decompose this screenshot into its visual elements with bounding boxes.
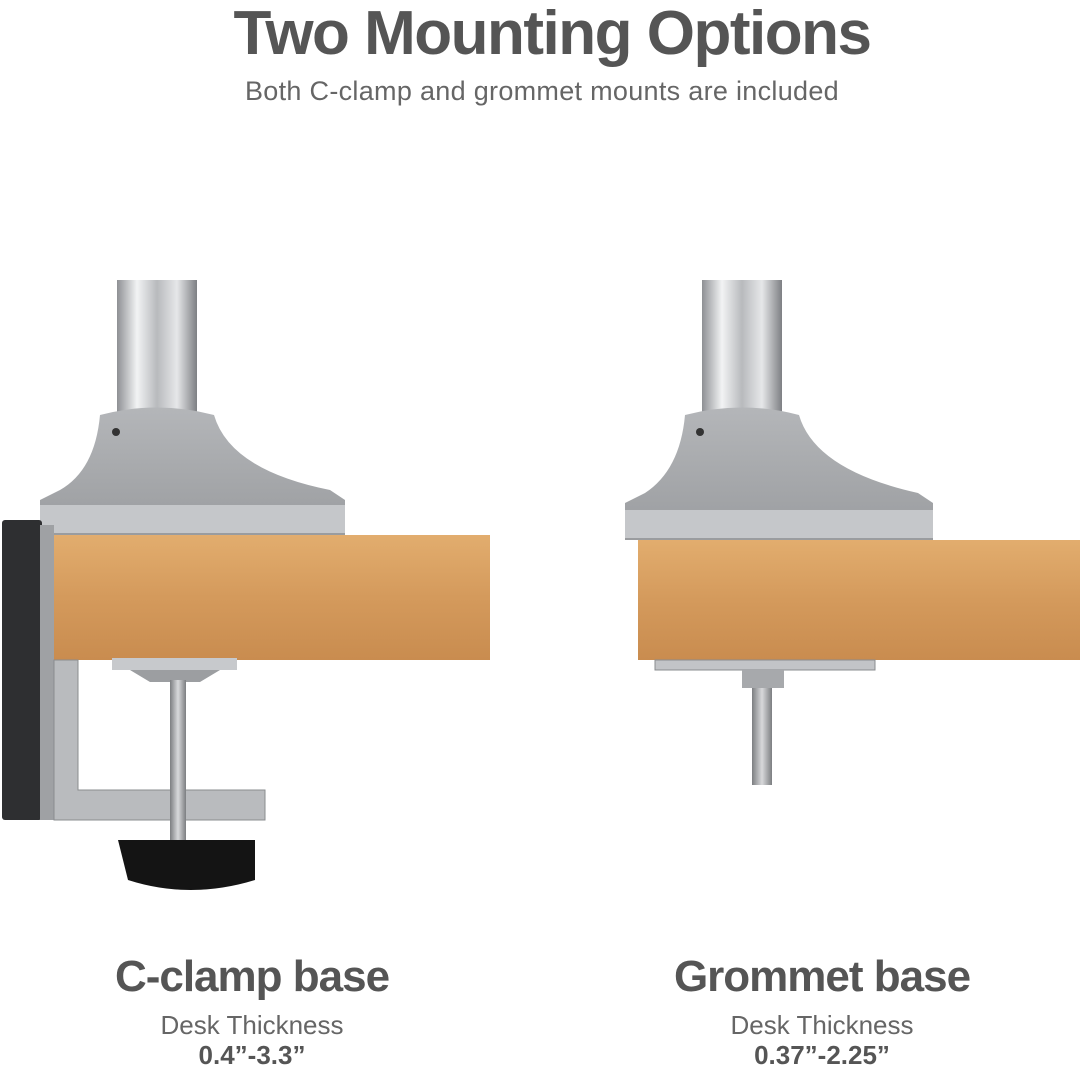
desk [638, 540, 1080, 660]
page-title: Two Mounting Options [233, 0, 872, 68]
option-name: Grommet base [673, 952, 971, 1001]
base [40, 407, 345, 535]
option-caption: Desk Thickness [730, 1010, 914, 1040]
grommet-plate [654, 659, 876, 671]
base [625, 407, 933, 540]
clamp-plate [2, 520, 42, 820]
c-clamp-mount [2, 280, 490, 890]
pole [117, 280, 197, 420]
option-range: 0.37”-2.25” [754, 1040, 890, 1070]
option-caption: Desk Thickness [160, 1010, 344, 1040]
pole [702, 280, 782, 420]
clamp-screw [170, 680, 186, 840]
option-name: C-clamp base [114, 952, 390, 1001]
grommet-bolt [752, 688, 772, 785]
option-range: 0.4”-3.3” [198, 1040, 306, 1070]
clamp-knob [118, 840, 255, 890]
c-clamp-label: C-clamp base Desk Thickness 0.4”-3.3” [2, 952, 502, 1070]
grommet-mount [625, 280, 1080, 785]
desk [50, 535, 490, 660]
page-subtitle: Both C-clamp and grommet mounts are incl… [245, 76, 839, 106]
grommet-label: Grommet base Desk Thickness 0.37”-2.25” [572, 952, 1072, 1070]
